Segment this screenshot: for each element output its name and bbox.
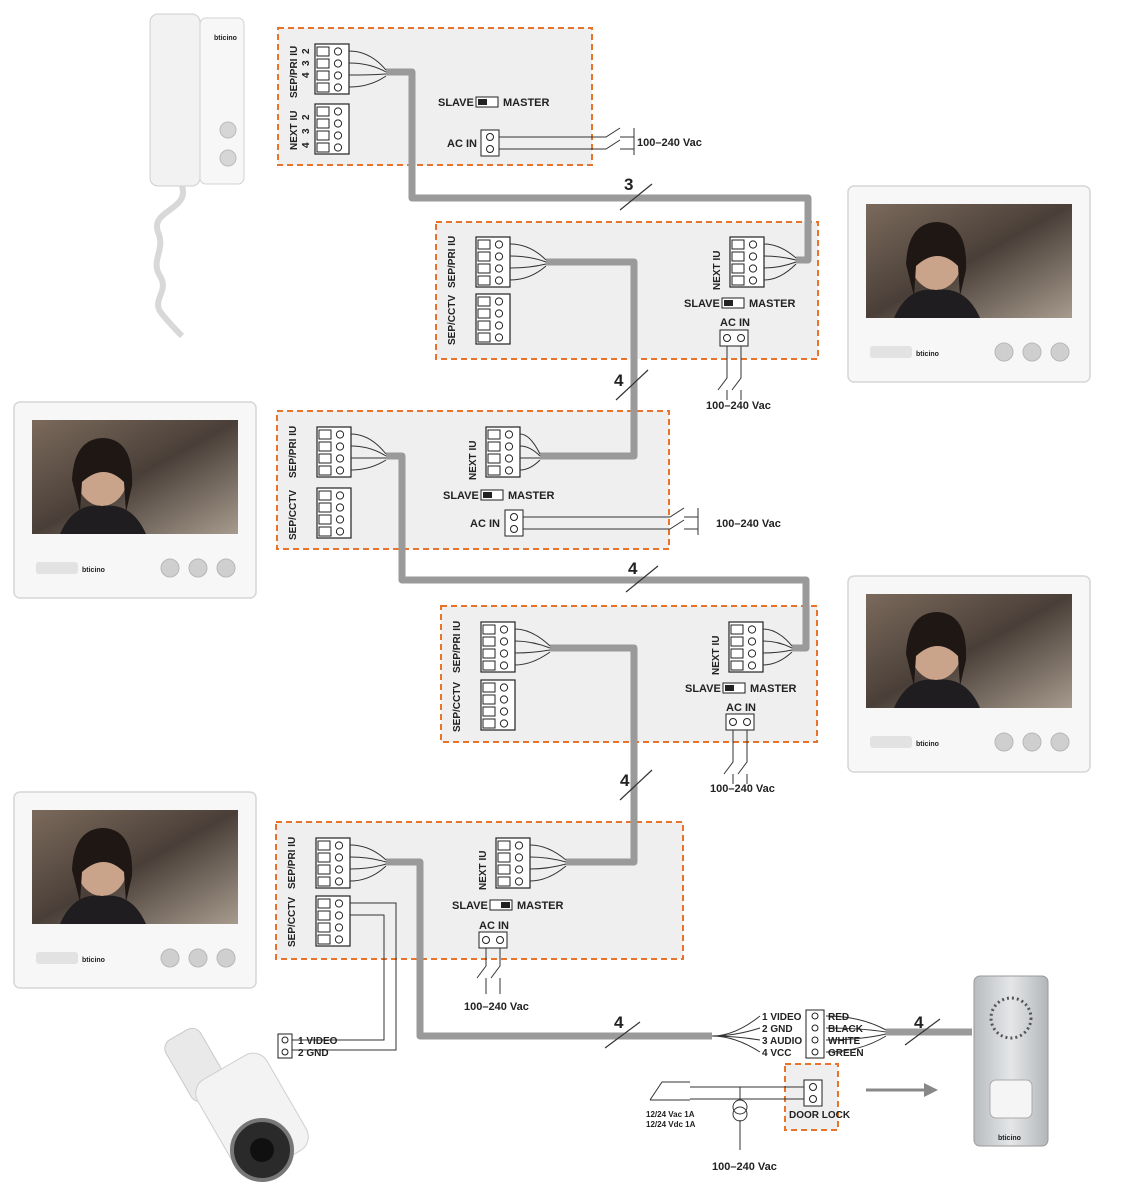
unit2-connector-a: SEP/PRI IU (447, 236, 458, 288)
wire-count-6: 4 (914, 1013, 924, 1032)
unit2-slave: SLAVE (684, 298, 720, 310)
terminal-number: 3 (301, 128, 312, 134)
unit2-master: MASTER (749, 298, 796, 310)
wire-count-1: 3 (624, 175, 633, 194)
unit1-terminal-nums-b: 4 3 2 (301, 114, 312, 148)
terminal-number: 2 (301, 114, 312, 120)
unit3-connector-c: NEXT IU (468, 441, 479, 480)
unit1-terminal-nums-a: 4 3 2 (301, 48, 312, 78)
door-lock-label: DOOR LOCK (789, 1110, 851, 1121)
outdoor-color-2: BLACK (828, 1024, 864, 1035)
outdoor-terminal-block: 1 VIDEO 2 GND 3 AUDIO 4 VCC RED BLACK WH… (762, 1009, 864, 1059)
unit4-acin: AC IN (726, 702, 756, 714)
camera-terminal-gnd: 2 GND (298, 1048, 329, 1059)
outdoor-entrance-panel: bticino (973, 975, 1049, 1147)
outdoor-color-4: GREEN (828, 1048, 864, 1059)
unit5-connector-c: NEXT IU (478, 851, 489, 890)
unit5-connector-a: SEP/PRI IU (287, 837, 298, 889)
lock-supply-dc: 12/24 Vdc 1A (646, 1120, 696, 1129)
monitor-right-1: bticino (847, 185, 1091, 383)
outdoor-term-2: 2 GND (762, 1024, 793, 1035)
unit1-master: MASTER (503, 97, 550, 109)
monitor-brand: bticino (916, 351, 939, 358)
transformer-voltage: 100–240 Vac (712, 1161, 777, 1173)
unit1-connector-b: NEXT IU (289, 111, 300, 150)
monitor-brand: bticino (916, 741, 939, 748)
lock-supply-ac: 12/24 Vac 1A (646, 1110, 695, 1119)
wire-count-marks (604, 183, 941, 1049)
unit-5-box: SEP/PRI IU SEP/CCTV NEXT IU SLAVE MASTER… (275, 821, 684, 960)
monitor-brand: bticino (82, 567, 105, 574)
unit4-master: MASTER (750, 683, 797, 695)
camera-terminal-video: 1 VIDEO (298, 1036, 338, 1047)
unit2-connector-c: NEXT IU (712, 251, 723, 290)
outdoor-panel-brand: bticino (998, 1135, 1021, 1142)
unit5-master: MASTER (517, 900, 564, 912)
terminal-number: 4 (301, 142, 312, 148)
unit2-acin: AC IN (720, 317, 750, 329)
unit3-voltage: 100–240 Vac (716, 518, 781, 530)
unit5-voltage: 100–240 Vac (464, 1001, 529, 1013)
unit1-connector-a: SEP/PRI IU (289, 46, 300, 98)
unit-4-box: SEP/PRI IU SEP/CCTV NEXT IU SLAVE MASTER… (440, 605, 818, 743)
monitor-right-2: bticino (847, 575, 1091, 773)
door-lock-box: DOOR LOCK (784, 1063, 851, 1131)
unit-1-box: SEP/PRI IU NEXT IU 4 3 2 4 3 2 SLAVE MAS… (277, 27, 593, 166)
unit1-slave: SLAVE (438, 97, 474, 109)
outdoor-term-4: 4 VCC (762, 1048, 791, 1059)
wire-count-4: 4 (620, 771, 630, 790)
unit1-voltage: 100–240 Vac (637, 137, 702, 149)
unit3-master: MASTER (508, 490, 555, 502)
unit4-connector-c: NEXT IU (711, 636, 722, 675)
terminal-number: 2 (301, 48, 312, 54)
unit4-voltage: 100–240 Vac (710, 783, 775, 795)
terminal-number: 4 (301, 72, 312, 78)
unit3-connector-a: SEP/PRI IU (288, 426, 299, 478)
unit-3-box: SEP/PRI IU SEP/CCTV NEXT IU SLAVE MASTER… (276, 410, 670, 550)
outdoor-term-1: 1 VIDEO (762, 1012, 802, 1023)
unit3-connector-b: SEP/CCTV (288, 490, 299, 540)
unit1-acin: AC IN (447, 138, 477, 150)
unit4-slave: SLAVE (685, 683, 721, 695)
handset-brand: bticino (214, 35, 237, 42)
unit5-slave: SLAVE (452, 900, 488, 912)
unit3-acin: AC IN (470, 518, 500, 530)
monitor-brand: bticino (82, 957, 105, 964)
wire-count-3: 4 (628, 559, 638, 578)
wire-count-2: 4 (614, 371, 624, 390)
bus-cables (386, 68, 972, 1040)
unit3-slave: SLAVE (443, 490, 479, 502)
unit5-connector-b: SEP/CCTV (287, 897, 298, 947)
unit5-acin: AC IN (479, 920, 509, 932)
unit4-connector-b: SEP/CCTV (452, 682, 463, 732)
unit2-connector-b: SEP/CCTV (447, 295, 458, 345)
outdoor-color-3: WHITE (828, 1036, 861, 1047)
wire-count-5: 4 (614, 1013, 624, 1032)
terminal-number: 3 (301, 60, 312, 66)
camera-terminal-block: 1 VIDEO 2 GND (277, 1033, 338, 1059)
outdoor-term-3: 3 AUDIO (762, 1036, 802, 1047)
outdoor-color-1: RED (828, 1012, 849, 1023)
unit2-voltage: 100–240 Vac (706, 400, 771, 412)
cctv-camera (164, 1027, 309, 1182)
door-lock-arrowhead (924, 1083, 938, 1097)
monitor-left-2: bticino (13, 791, 257, 989)
unit-2-box: SEP/PRI IU SEP/CCTV NEXT IU SLAVE MASTER… (435, 221, 819, 360)
monitor-left-1: bticino (13, 401, 257, 599)
wire-fanouts (290, 50, 887, 1150)
handset-unit: bticino (149, 13, 245, 339)
unit4-connector-a: SEP/PRI IU (452, 621, 463, 673)
